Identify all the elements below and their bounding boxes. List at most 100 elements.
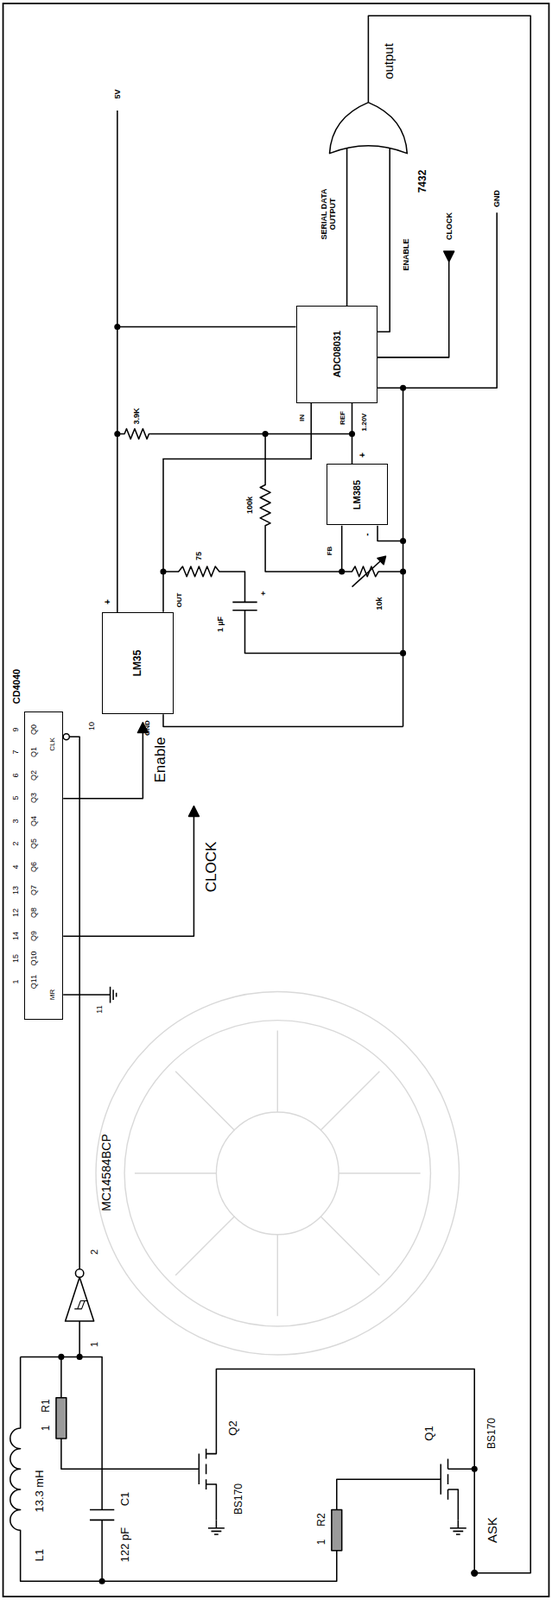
frame — [3, 3, 550, 1598]
signal-wire — [351, 403, 354, 465]
pin-label: SERIAL DATA OUTPUT — [319, 183, 338, 246]
value-label: 13.3 mH — [32, 1470, 45, 1513]
enable-wire — [377, 148, 390, 333]
chip-name: ADC08031 — [331, 330, 342, 378]
value-label: 1 µF — [216, 616, 225, 633]
pin-label: Q6 — [29, 862, 38, 873]
pin-number: 15 — [11, 954, 20, 964]
value-label: 122 pF — [119, 1528, 131, 1563]
junction-dot — [57, 1354, 64, 1361]
pin-number: 3 — [11, 818, 20, 824]
ground-wire — [377, 526, 404, 542]
seal-ring — [124, 1021, 431, 1327]
pin-label: + — [358, 452, 368, 458]
enable-out-wire — [63, 730, 143, 800]
capacitor-wire — [244, 610, 403, 654]
clock-out-wire — [63, 814, 194, 937]
value-label: 1 — [40, 1425, 51, 1432]
junction-dot — [338, 568, 345, 575]
seal-watermark — [95, 992, 459, 1356]
pin-number: 12 — [11, 908, 20, 918]
pin-label: Q9 — [29, 931, 38, 942]
junction-dot — [114, 323, 121, 330]
part-name: C1 — [119, 1492, 131, 1508]
supply-rail — [117, 110, 297, 613]
junction-dots — [57, 323, 478, 1586]
clk-wire — [69, 736, 80, 1270]
pin-label: OUT — [176, 592, 184, 608]
pin-number: 13 — [11, 886, 20, 895]
net-label: GND — [493, 190, 502, 208]
chip-name: CD4040 — [11, 669, 21, 705]
pin-label: Q5 — [29, 838, 38, 850]
value-label: 75 — [195, 552, 204, 561]
ground-symbol — [450, 1520, 467, 1536]
pin-number: 14 — [11, 932, 20, 941]
chip-name: LM385 — [352, 480, 362, 510]
chip-name: LM35 — [132, 649, 143, 677]
part-name: L1 — [32, 1549, 45, 1562]
value-label: 3.9K — [133, 407, 141, 425]
or-gate-symbol — [329, 102, 408, 154]
pin-number: 6 — [11, 773, 20, 778]
pin-label: REF — [339, 411, 347, 426]
signal-wire — [163, 403, 311, 613]
resistor-symbol — [117, 429, 353, 440]
pin-number: 5 — [11, 796, 20, 801]
pin-label: Q11 — [29, 975, 38, 990]
pin-label: - — [362, 532, 372, 536]
junction-dot — [99, 1579, 106, 1586]
inverter-symbol — [65, 1277, 95, 1322]
junction-dot — [471, 1466, 478, 1473]
adc-chip: ADC08031 — [296, 305, 378, 403]
pin-label: 1.20V — [361, 413, 368, 432]
junction-dot — [399, 650, 407, 657]
pin-label: CLK — [49, 737, 57, 752]
capacitor-symbol — [232, 602, 257, 610]
inverter-input-wire — [78, 1321, 81, 1358]
pin-number: 2 — [88, 1249, 99, 1256]
pin-label: Q7 — [29, 885, 38, 896]
part-name: R2 — [316, 1513, 327, 1527]
pin-label: GND — [144, 720, 152, 736]
clock-arrow — [444, 251, 455, 262]
serial-data-wire — [346, 148, 349, 307]
pin-label: Q3 — [29, 793, 38, 804]
ground-rail — [163, 387, 404, 727]
ground-symbol — [208, 1520, 225, 1536]
pin-label: + — [103, 599, 113, 605]
pin-label: Q2 — [29, 770, 38, 781]
mosfet-symbol — [198, 1370, 475, 1574]
junction-dot — [76, 1354, 83, 1361]
net-label: 5V — [113, 88, 121, 99]
pin-number: 11 — [95, 1006, 103, 1015]
junction-dot — [262, 431, 269, 438]
signal-arrow — [189, 806, 200, 818]
net-label: output — [380, 43, 394, 80]
pin-label: MR — [49, 989, 57, 1000]
seal-ring — [95, 992, 459, 1356]
part-name: Q2 — [227, 1421, 239, 1436]
pin-number: 7 — [11, 750, 20, 756]
part-number: BS170 — [486, 1417, 497, 1449]
seal-rays — [134, 1030, 421, 1317]
junction-dot — [114, 431, 121, 438]
pin-label: Q1 — [29, 747, 38, 758]
part-name: R1 — [40, 1399, 51, 1413]
output-wire — [368, 15, 531, 1574]
ground-wire — [377, 212, 497, 388]
pin-label: Q4 — [29, 816, 38, 827]
pin-label: ENABLE — [402, 239, 411, 272]
part-number: 7432 — [417, 170, 428, 194]
resistor-symbol — [331, 1510, 343, 1552]
value-label: 10k — [375, 597, 384, 611]
ground-symbol — [63, 987, 116, 1004]
pin-number: 1 — [11, 979, 20, 984]
inductor-symbol — [10, 1357, 337, 1582]
part-number: MC14584BCP — [100, 1135, 113, 1213]
signal-name: CLOCK — [203, 842, 219, 894]
pin-label: IN — [298, 414, 306, 422]
potentiometer-arrow — [377, 556, 386, 565]
pin-number: 9 — [11, 727, 20, 732]
